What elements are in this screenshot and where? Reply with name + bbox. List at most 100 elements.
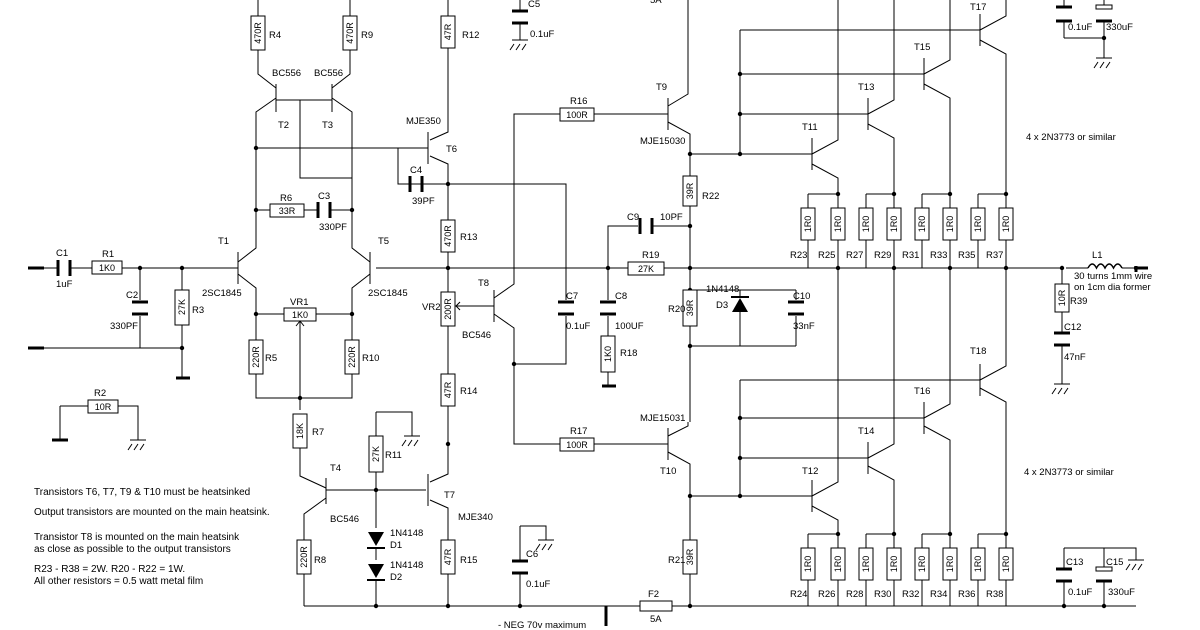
t1-type: 2SC1845 bbox=[202, 288, 242, 299]
neg-supply-label: - NEG 70v maximum bbox=[498, 620, 586, 630]
svg-text:R24: R24 bbox=[790, 589, 807, 600]
t2-ref: T2 bbox=[278, 120, 289, 131]
svg-text:1R0: 1R0 bbox=[1001, 216, 1011, 233]
svg-text:220R: 220R bbox=[251, 346, 261, 368]
resistor-r25: 1R0 R25 bbox=[818, 207, 846, 261]
svg-text:R30: R30 bbox=[874, 589, 891, 600]
svg-text:F2: F2 bbox=[648, 589, 659, 600]
svg-text:39PF: 39PF bbox=[412, 196, 435, 207]
svg-text:1R0: 1R0 bbox=[861, 216, 871, 233]
note-output-transistors: Output transistors are mounted on the ma… bbox=[34, 507, 270, 518]
resistor-r23: 1R0 R23 bbox=[790, 207, 816, 261]
svg-text:C6: C6 bbox=[526, 549, 538, 560]
svg-text:R20: R20 bbox=[668, 304, 685, 315]
svg-text:1R0: 1R0 bbox=[1001, 556, 1011, 573]
svg-text:1uF: 1uF bbox=[56, 279, 73, 290]
svg-text:R10: R10 bbox=[362, 353, 379, 364]
resistor-r16: 100R R16 bbox=[559, 96, 595, 122]
svg-text:R16: R16 bbox=[570, 96, 587, 107]
resistor-r39: 10R R39 bbox=[1054, 283, 1087, 313]
resistor-r12: 47R R12 bbox=[440, 15, 479, 49]
resistor-r36: 1R0 R36 bbox=[958, 547, 986, 600]
svg-text:VR2: VR2 bbox=[422, 302, 440, 313]
resistor-r2: 10R R2 bbox=[87, 388, 119, 414]
capacitor-c2: C2 330PF bbox=[110, 290, 148, 332]
svg-text:330uF: 330uF bbox=[1106, 22, 1133, 33]
resistor-r14: 47R R14 bbox=[440, 373, 477, 407]
svg-text:1R0: 1R0 bbox=[973, 216, 983, 233]
svg-text:R9: R9 bbox=[361, 30, 373, 41]
svg-text:330uF: 330uF bbox=[1108, 587, 1135, 598]
resistor-r26: 1R0 R26 bbox=[818, 547, 846, 600]
svg-text:1R0: 1R0 bbox=[973, 556, 983, 573]
fuse-f2: F2 5A bbox=[639, 589, 673, 625]
resistor-r3: 27K R3 bbox=[174, 289, 204, 326]
svg-text:1R0: 1R0 bbox=[803, 556, 813, 573]
svg-text:R32: R32 bbox=[902, 589, 919, 600]
svg-text:1R0: 1R0 bbox=[945, 556, 955, 573]
svg-text:1K0: 1K0 bbox=[292, 310, 308, 320]
svg-text:10PF: 10PF bbox=[660, 212, 683, 223]
capacitor-c7: C7 0.1uF bbox=[558, 291, 590, 332]
svg-text:R4: R4 bbox=[269, 30, 281, 41]
svg-text:30 turns 1mm wire: 30 turns 1mm wire bbox=[1074, 271, 1152, 282]
svg-text:39R: 39R bbox=[685, 299, 695, 316]
svg-text:200R: 200R bbox=[443, 298, 453, 320]
capacitor-c1: C1 1uF bbox=[56, 248, 73, 290]
resistor-r22: 39R R22 bbox=[682, 175, 719, 207]
t6-ref: T6 bbox=[446, 144, 457, 155]
t1-ref: T1 bbox=[218, 236, 229, 247]
note-t8-line2: as close as possible to the output trans… bbox=[34, 544, 231, 555]
t15-ref: T15 bbox=[914, 42, 930, 53]
note-heatsink: Transistors T6, T7, T9 & T10 must be hea… bbox=[34, 487, 251, 498]
resistor-r18: 1K0 R18 bbox=[600, 335, 637, 373]
diode-d2: 1N4148 D2 bbox=[367, 560, 423, 583]
resistor-r17: 100R R17 bbox=[559, 426, 595, 452]
t4-type: BC546 bbox=[330, 514, 359, 525]
resistor-r38: 1R0 R38 bbox=[986, 547, 1014, 600]
t9-ref: T9 bbox=[656, 82, 667, 93]
svg-text:R27: R27 bbox=[846, 250, 863, 261]
resistor-r35: 1R0 R35 bbox=[958, 207, 986, 261]
svg-text:27K: 27K bbox=[177, 299, 187, 315]
svg-text:on 1cm dia former: on 1cm dia former bbox=[1074, 282, 1151, 293]
svg-text:C7: C7 bbox=[566, 291, 578, 302]
svg-text:10R: 10R bbox=[95, 402, 112, 412]
t6-type: MJE350 bbox=[406, 116, 441, 127]
svg-text:VR1: VR1 bbox=[290, 297, 308, 308]
diode-d1: 1N4148 D1 bbox=[367, 528, 423, 551]
svg-text:R3: R3 bbox=[192, 305, 204, 316]
svg-text:C12: C12 bbox=[1064, 322, 1081, 333]
svg-text:R34: R34 bbox=[930, 589, 947, 600]
resistor-r7: 18K R7 bbox=[292, 413, 324, 449]
svg-text:47R: 47R bbox=[443, 23, 453, 40]
t17-ref: T17 bbox=[970, 2, 986, 13]
svg-text:R23: R23 bbox=[790, 250, 807, 261]
t18-ref: T18 bbox=[970, 346, 986, 357]
resistor-r10: 220R R10 bbox=[344, 339, 379, 375]
svg-text:39R: 39R bbox=[685, 548, 695, 565]
svg-text:R7: R7 bbox=[312, 427, 324, 438]
svg-text:1R0: 1R0 bbox=[917, 216, 927, 233]
note-t8-line1: Transistor T8 is mounted on the main hea… bbox=[34, 532, 240, 543]
t10-ref: T10 bbox=[660, 466, 676, 477]
resistor-r34: 1R0 R34 bbox=[930, 547, 958, 600]
svg-text:C3: C3 bbox=[318, 191, 330, 202]
svg-text:1K0: 1K0 bbox=[603, 346, 613, 362]
wiring bbox=[28, 0, 1148, 626]
svg-text:R18: R18 bbox=[620, 348, 637, 359]
svg-text:R17: R17 bbox=[570, 426, 587, 437]
svg-text:R5: R5 bbox=[265, 353, 277, 364]
svg-text:33R: 33R bbox=[279, 206, 296, 216]
t13-ref: T13 bbox=[858, 82, 874, 93]
t12-ref: T12 bbox=[802, 466, 818, 477]
t2-type: BC556 bbox=[272, 68, 301, 79]
transistor-labels: T1 2SC1845 BC556 T2 BC556 T3 T4 BC546 T5… bbox=[202, 2, 986, 525]
svg-text:C8: C8 bbox=[615, 291, 627, 302]
svg-text:R35: R35 bbox=[958, 250, 975, 261]
svg-text:100R: 100R bbox=[566, 440, 588, 450]
resistor-r32: 1R0 R32 bbox=[902, 547, 930, 600]
svg-text:R22: R22 bbox=[702, 191, 719, 202]
capacitor-top-b: 330uF bbox=[1095, 4, 1133, 33]
